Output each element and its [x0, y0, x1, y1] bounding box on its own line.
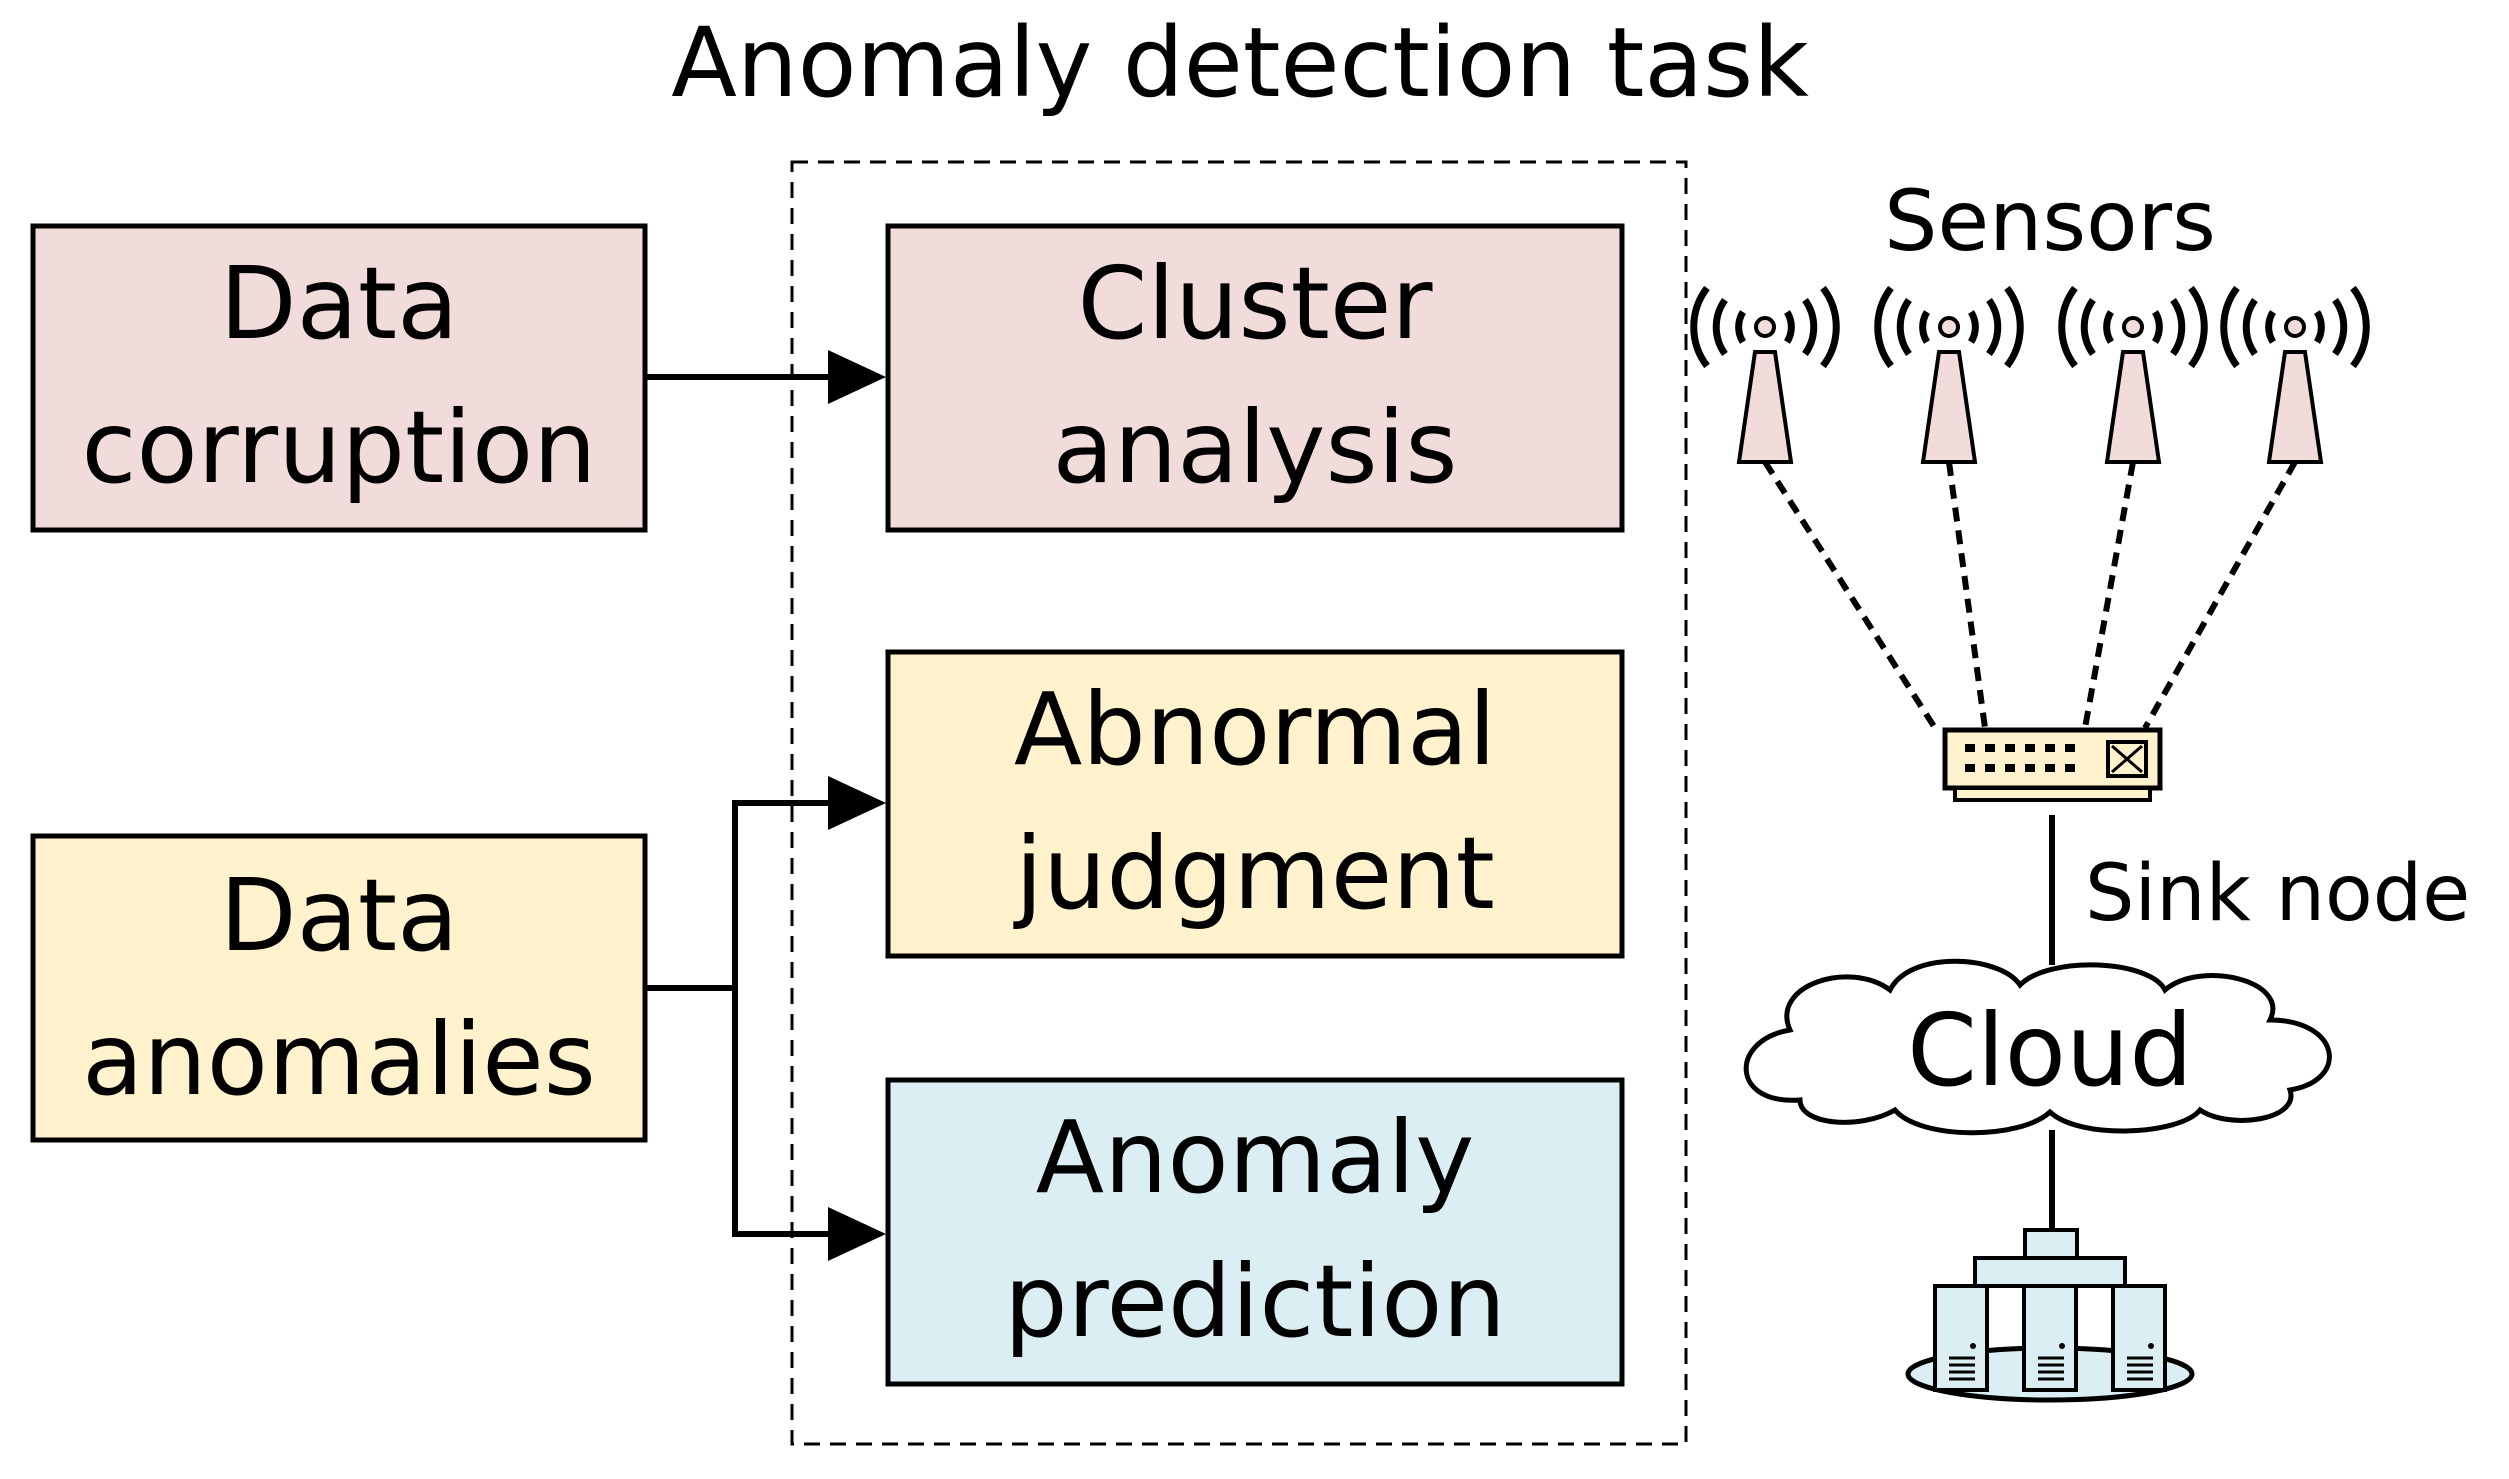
- task-label-line2: judgment: [1013, 815, 1495, 932]
- source-label-line2: anomalies: [82, 1001, 596, 1118]
- task-label-line1: Abnormal: [1014, 671, 1496, 788]
- sink-node-label: Sink node: [2085, 849, 2470, 939]
- task-label-line2: prediction: [1004, 1243, 1506, 1360]
- source-label-line1: Data: [220, 857, 459, 974]
- antenna-icon: [1694, 288, 1837, 462]
- task-anomaly-prediction: Anomaly prediction: [885, 1077, 1625, 1387]
- task-label-line2: analysis: [1053, 389, 1458, 506]
- task-group-frame: [790, 160, 1688, 1446]
- task-abnormal-judgment: Abnormal judgment: [885, 649, 1625, 959]
- task-label-line1: Cluster: [1078, 245, 1434, 362]
- connector-corruption-to-cluster: [645, 350, 886, 404]
- diagram-title: Anomaly detection task: [671, 7, 1809, 119]
- antenna-icon: [2224, 288, 2367, 462]
- source-label-line2: corruption: [81, 389, 596, 506]
- sensor-links: [1762, 460, 2298, 730]
- network-switch-icon: [1942, 727, 2163, 802]
- server-cluster-icon: [1905, 1228, 2195, 1403]
- cloud-icon: [1743, 958, 2332, 1136]
- antenna-icon: [2062, 288, 2205, 462]
- sensors-label: Sensors: [1884, 172, 2216, 270]
- connector-anomalies-split: [645, 776, 886, 1261]
- source-data-anomalies: Data anomalies: [30, 833, 648, 1143]
- cloud-label: Cloud: [1907, 992, 2193, 1109]
- antenna-icon: [1878, 288, 2021, 462]
- task-label-line1: Anomaly: [1036, 1099, 1475, 1216]
- source-data-corruption: Data corruption: [30, 223, 648, 533]
- source-label-line1: Data: [220, 245, 459, 362]
- task-cluster-analysis: Cluster analysis: [885, 223, 1625, 533]
